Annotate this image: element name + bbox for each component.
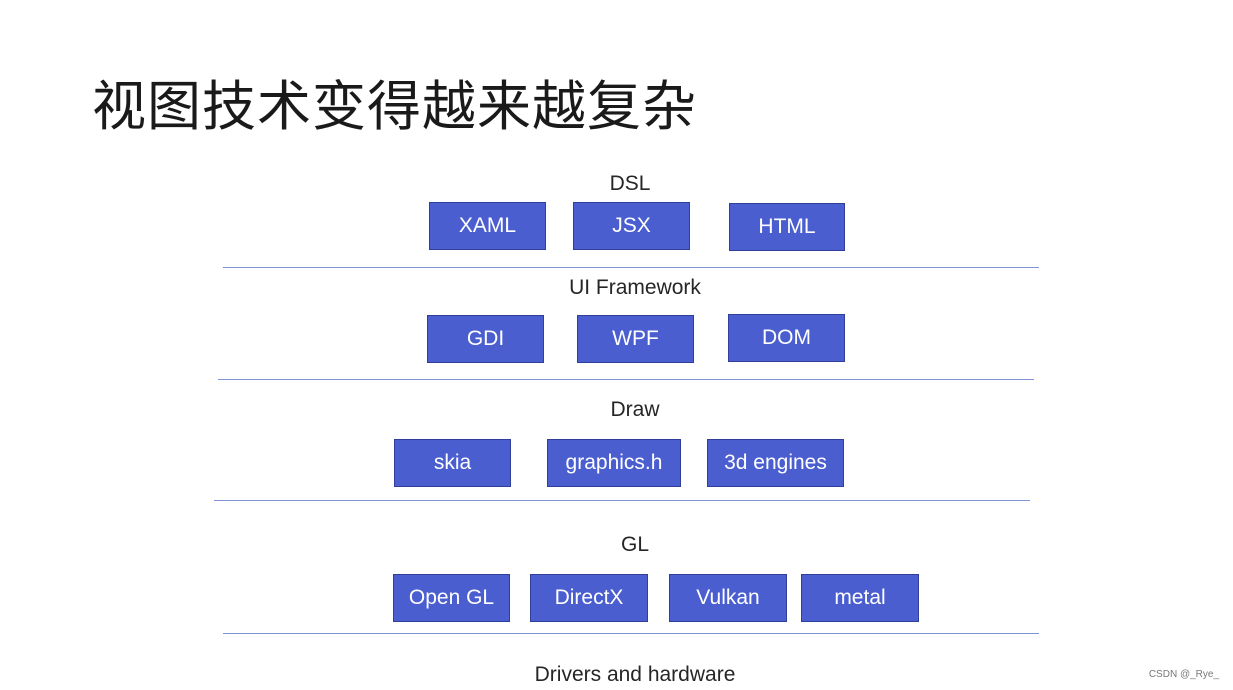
- box-directx: DirectX: [530, 574, 648, 622]
- layer-label-draw: Draw: [610, 398, 660, 421]
- box-wpf: WPF: [577, 315, 694, 363]
- layer-divider: [223, 267, 1039, 268]
- layer-label-drivers-hardware: Drivers and hardware: [534, 663, 736, 686]
- layer-label-gl: GL: [620, 533, 650, 556]
- layer-divider: [214, 500, 1030, 501]
- box-xaml: XAML: [429, 202, 546, 250]
- box-opengl: Open GL: [393, 574, 510, 622]
- layer-divider: [218, 379, 1034, 380]
- box-3d-engines: 3d engines: [707, 439, 844, 487]
- box-metal: metal: [801, 574, 919, 622]
- layer-label-dsl: DSL: [609, 172, 651, 195]
- layer-label-ui-framework: UI Framework: [569, 276, 701, 299]
- layer-divider: [223, 633, 1039, 634]
- box-html: HTML: [729, 203, 845, 251]
- box-dom: DOM: [728, 314, 845, 362]
- box-jsx: JSX: [573, 202, 690, 250]
- box-gdi: GDI: [427, 315, 544, 363]
- box-graphics-h: graphics.h: [547, 439, 681, 487]
- box-vulkan: Vulkan: [669, 574, 787, 622]
- box-skia: skia: [394, 439, 511, 487]
- watermark: CSDN @_Rye_: [1148, 669, 1219, 680]
- slide-title: 视图技术变得越来越复杂: [92, 75, 697, 138]
